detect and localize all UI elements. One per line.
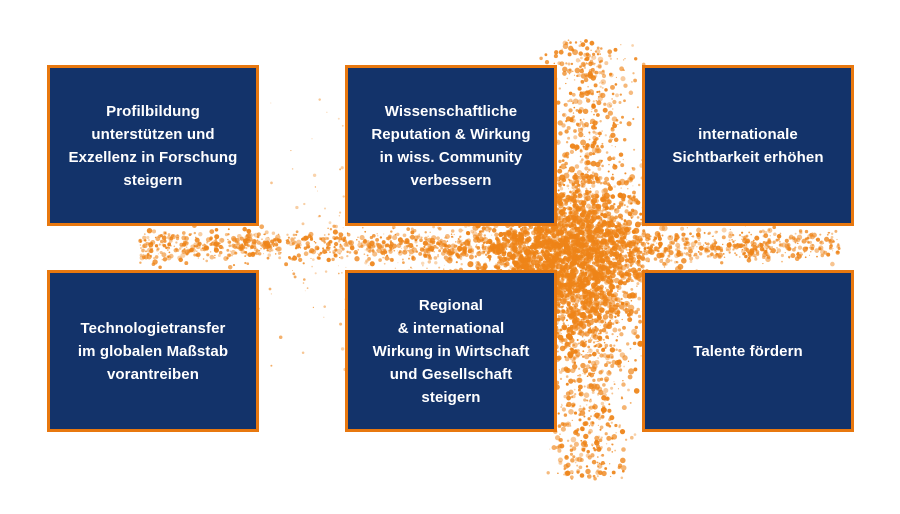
goal-label-reputation: Wissenschaftliche Reputation & Wirkung i… <box>371 102 531 189</box>
goal-box-reputation: Wissenschaftliche Reputation & Wirkung i… <box>345 65 557 226</box>
goal-label-sichtbarkeit: internationale Sichtbarkeit erhöhen <box>672 125 824 166</box>
goal-box-wirkung: Regional & international Wirkung in Wirt… <box>345 270 557 432</box>
goal-label-talente: Talente fördern <box>693 342 803 360</box>
goal-box-profilbildung: Profilbildung unterstützen und Exzellenz… <box>47 65 259 226</box>
goal-label-technologietransfer: Technologietransfer im globalen Maßstab … <box>77 319 229 383</box>
goal-box-sichtbarkeit: internationale Sichtbarkeit erhöhen <box>642 65 854 226</box>
goal-label-wirkung: Regional & international Wirkung in Wirt… <box>372 296 530 406</box>
goal-box-talente: Talente fördern <box>642 270 854 432</box>
goal-box-technologietransfer: Technologietransfer im globalen Maßstab … <box>47 270 259 432</box>
goal-label-profilbildung: Profilbildung unterstützen und Exzellenz… <box>68 102 238 189</box>
